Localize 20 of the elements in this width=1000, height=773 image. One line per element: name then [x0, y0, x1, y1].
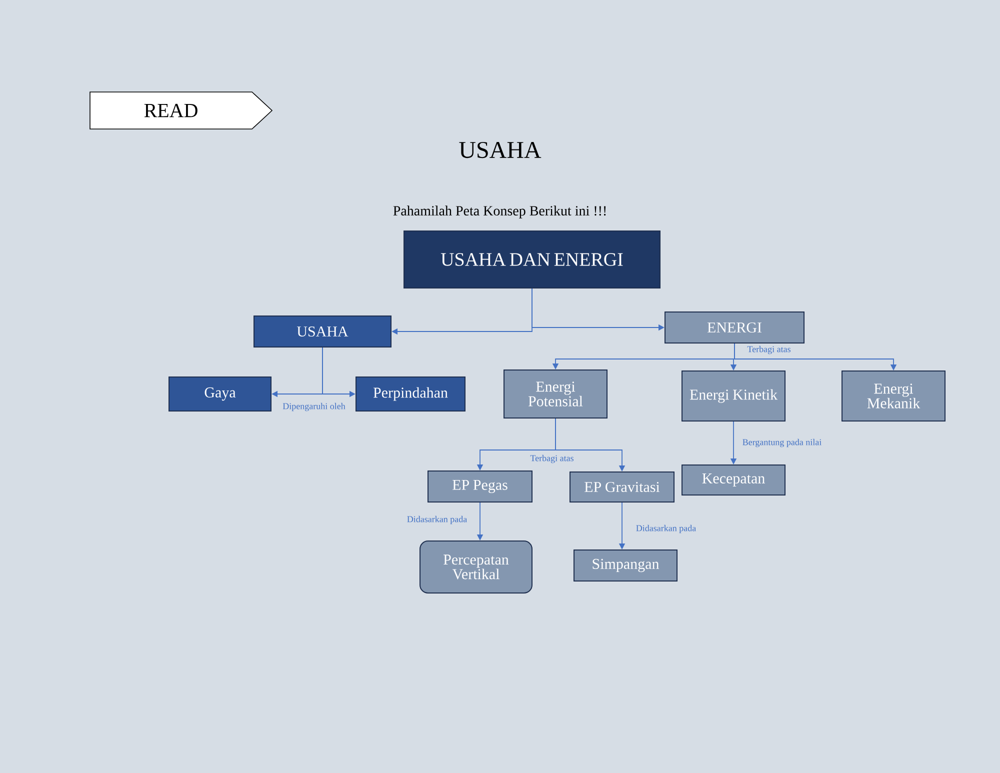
edge-label: Terbagi atas [530, 454, 574, 464]
concept-box: Perpindahan [356, 376, 466, 412]
concept-box: USAHA [254, 316, 392, 348]
edge-label: Dipengaruhi oleh [282, 402, 346, 412]
concept-box: Kecepatan [682, 464, 786, 496]
concept-box: Gaya [168, 376, 272, 412]
edge-label: Didasarkan pada [636, 524, 696, 534]
title: USAHA [459, 142, 542, 158]
concept-box: Energi Kinetik [682, 370, 786, 422]
concept-box: Simpangan [574, 550, 678, 582]
edge-label: Terbagi atas [747, 346, 790, 354]
concept-box: EP Gravitasi [570, 472, 675, 502]
edge-label: Didasarkan pada [407, 516, 467, 524]
edge-label: Bergantung pada nilai [742, 438, 822, 448]
concept-box: EP Pegas [428, 470, 532, 502]
concept-box: ENERGI [664, 312, 805, 344]
rounded-concept-box: Percepatan Vertikal [420, 540, 532, 594]
concept-box: Energi Mekanik [842, 370, 946, 422]
concept-box: USAHA DAN ENERGI [404, 230, 660, 288]
concept-box: Energi Potensial [504, 370, 608, 418]
